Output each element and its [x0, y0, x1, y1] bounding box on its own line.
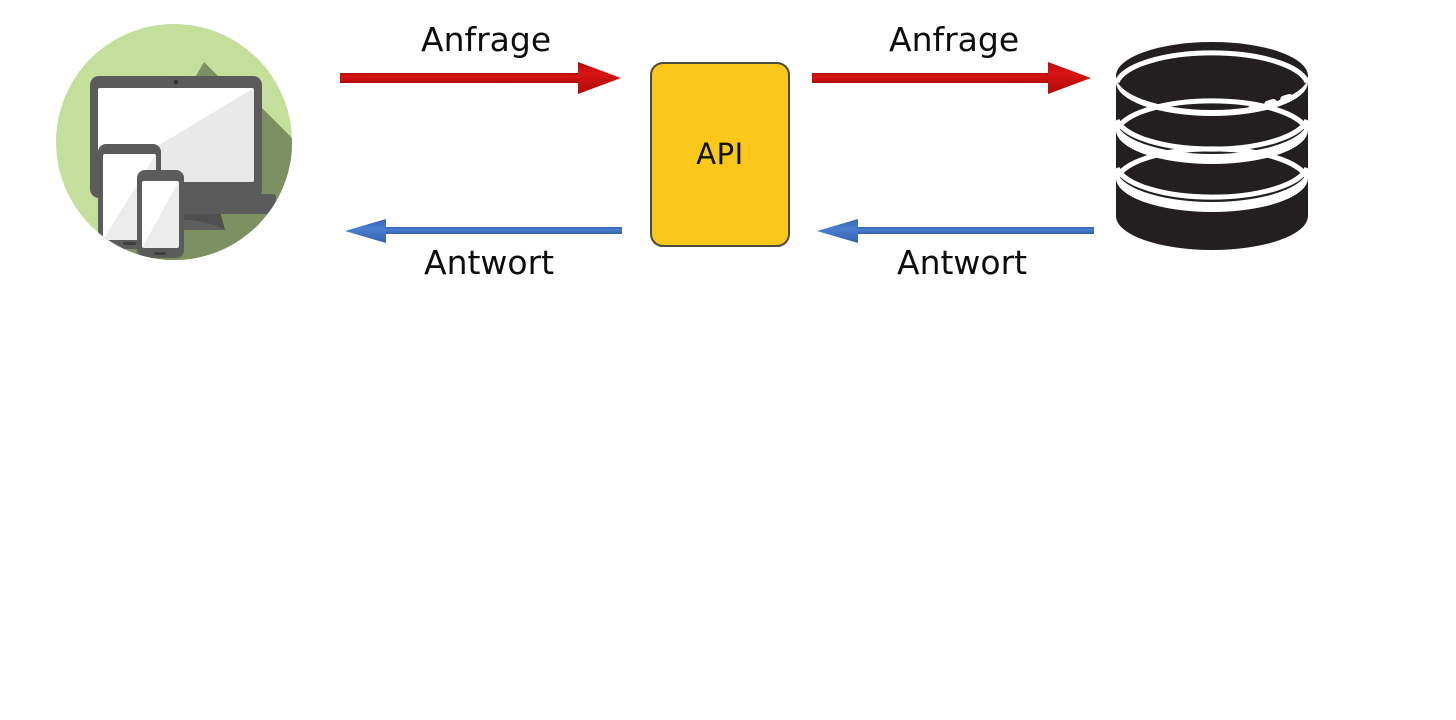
arrow-label-request-left: Anfrage: [421, 20, 552, 59]
arrow-left-blue-icon: [817, 219, 1094, 243]
client-devices-node[interactable]: [54, 22, 294, 262]
arrow-response-database-to-api[interactable]: [812, 210, 1100, 252]
api-node[interactable]: API: [650, 62, 790, 247]
api-box[interactable]: API: [650, 62, 790, 247]
arrow-label-response-right: Antwort: [897, 243, 1028, 282]
database-node[interactable]: [1112, 20, 1312, 260]
arrow-label-request-right: Anfrage: [889, 20, 1020, 59]
api-label: API: [696, 137, 744, 171]
arrow-request-api-to-database[interactable]: [812, 58, 1100, 100]
database-icon: [1114, 42, 1310, 250]
arrow-right-red-icon: [340, 62, 621, 94]
arrow-label-response-left: Antwort: [424, 243, 555, 282]
arrow-request-client-to-api[interactable]: [340, 58, 628, 100]
arrow-right-red-icon: [812, 62, 1091, 94]
arrow-left-blue-icon: [345, 219, 622, 243]
arrow-response-api-to-client[interactable]: [340, 210, 628, 252]
devices-monitor-tablet-phone-icon: [56, 24, 292, 260]
